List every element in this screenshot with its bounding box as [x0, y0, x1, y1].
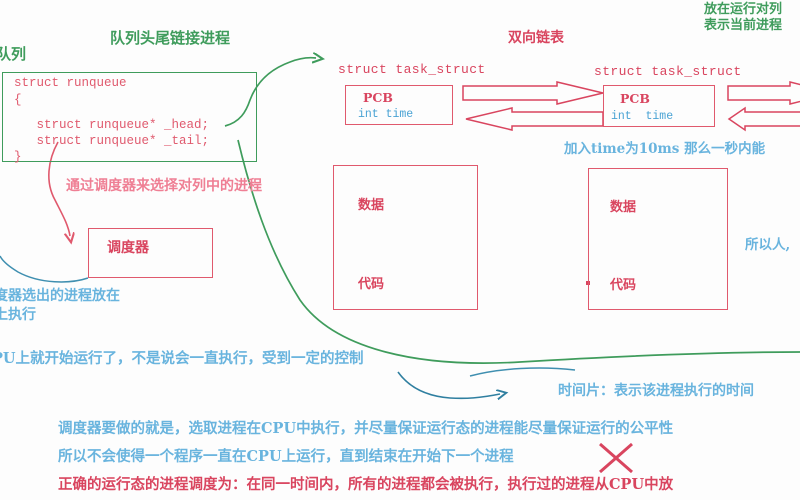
task-struct-left-title: struct task_struct — [338, 62, 486, 77]
bottom-note-line2: 所以不会使得一个程序一直在CPU上运行，直到结束在开始下一个进程 — [58, 448, 514, 465]
segments-right-code-label: 代码 — [610, 278, 637, 293]
queue-side-label: 队列 — [0, 45, 27, 63]
segments-left-code-label: 代码 — [358, 277, 385, 292]
code-line-2: struct runqueue* _head; — [14, 118, 210, 132]
code-line-1: { — [14, 93, 22, 107]
segments-left-box — [333, 165, 478, 310]
queue-title: 队列头尾链接进程 — [110, 29, 231, 47]
scheduler-arrow-note: 通过调度器来选择对列中的进程 — [66, 178, 262, 194]
cross-mark-stroke — [599, 442, 633, 474]
code-line-4: } — [14, 150, 22, 164]
cpu-run-note: PU上就开始运行了，不是说会一直执行，受到一定的控制 — [0, 350, 364, 367]
blue-underline-swoosh — [469, 367, 576, 377]
selected-process-note-line2: 上执行 — [0, 307, 36, 323]
pcb-right-field: int time — [611, 110, 674, 123]
blue-scheduler-swoosh — [0, 255, 89, 283]
pcb-right-title: PCB — [620, 91, 650, 106]
pcb-left-field: int time — [358, 108, 414, 121]
scheduler-box — [88, 228, 213, 278]
code-line-0: struct runqueue — [14, 76, 127, 90]
pcb-right-box — [603, 85, 715, 127]
time-note: 加入time为10ms 那么一秒内能 — [564, 141, 766, 157]
selected-process-note-line1: 度器选出的进程放在 — [0, 288, 120, 304]
pcb-left-title: PCB — [363, 90, 393, 105]
link-arrows-right — [727, 81, 800, 132]
runqueue-struct-box — [2, 72, 257, 162]
pcb-left-box — [345, 85, 453, 125]
segments-right-box — [588, 168, 728, 310]
task-struct-right-title: struct task_struct — [594, 64, 742, 79]
segments-right-data-label: 数据 — [610, 200, 637, 215]
bottom-note-line1: 调度器要做的就是，选取进程在CPU中执行，并尽量保证运行态的进程能尽量保证运行的… — [58, 420, 674, 437]
teal-timeslice-arrow — [397, 371, 500, 398]
segments-left-data-label: 数据 — [358, 198, 385, 213]
scheduler-box-label: 调度器 — [107, 240, 149, 256]
code-line-3: struct runqueue* _tail; — [14, 134, 210, 148]
runqueue-note-line1: 放在运行对列 — [704, 2, 783, 17]
link-arrows-middle — [462, 81, 604, 131]
doubly-linked-list-label: 双向链表 — [508, 30, 564, 46]
runqueue-note-line2: 表示当前进程 — [704, 18, 783, 33]
so-people-note: 所以人, — [745, 237, 791, 253]
time-slice-note: 时间片：表示该进程执行的时间 — [558, 383, 754, 399]
bottom-note-line3: 正确的运行态的进程调度为：在同一时间内，所有的进程都会被执行，执行过的进程从CP… — [58, 476, 674, 493]
